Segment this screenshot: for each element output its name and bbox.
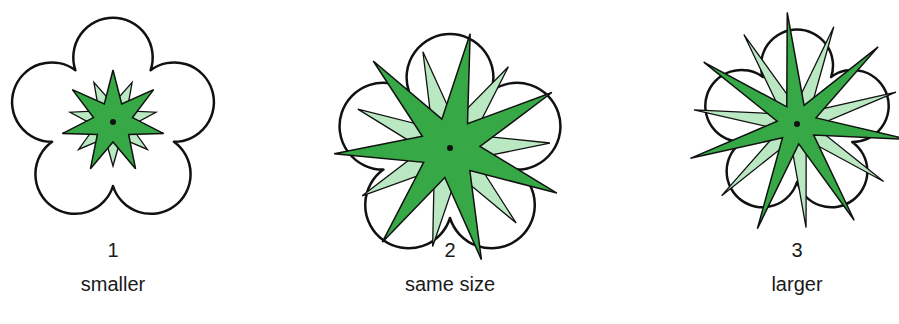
petals	[12, 18, 214, 214]
size-label: larger	[771, 272, 822, 296]
size-label: same size	[405, 272, 495, 296]
callout-number: 3	[791, 238, 802, 262]
center-dot	[110, 119, 116, 125]
flower	[690, 12, 899, 228]
center-dot	[447, 145, 453, 151]
size-label: smaller	[81, 272, 145, 296]
flower	[334, 34, 560, 260]
flower	[12, 18, 214, 214]
center-dot	[794, 121, 800, 127]
callout-number: 1	[107, 238, 118, 262]
callout-number: 2	[444, 238, 455, 262]
sepals	[334, 34, 557, 260]
sepals	[62, 70, 163, 169]
sepals	[690, 12, 899, 228]
